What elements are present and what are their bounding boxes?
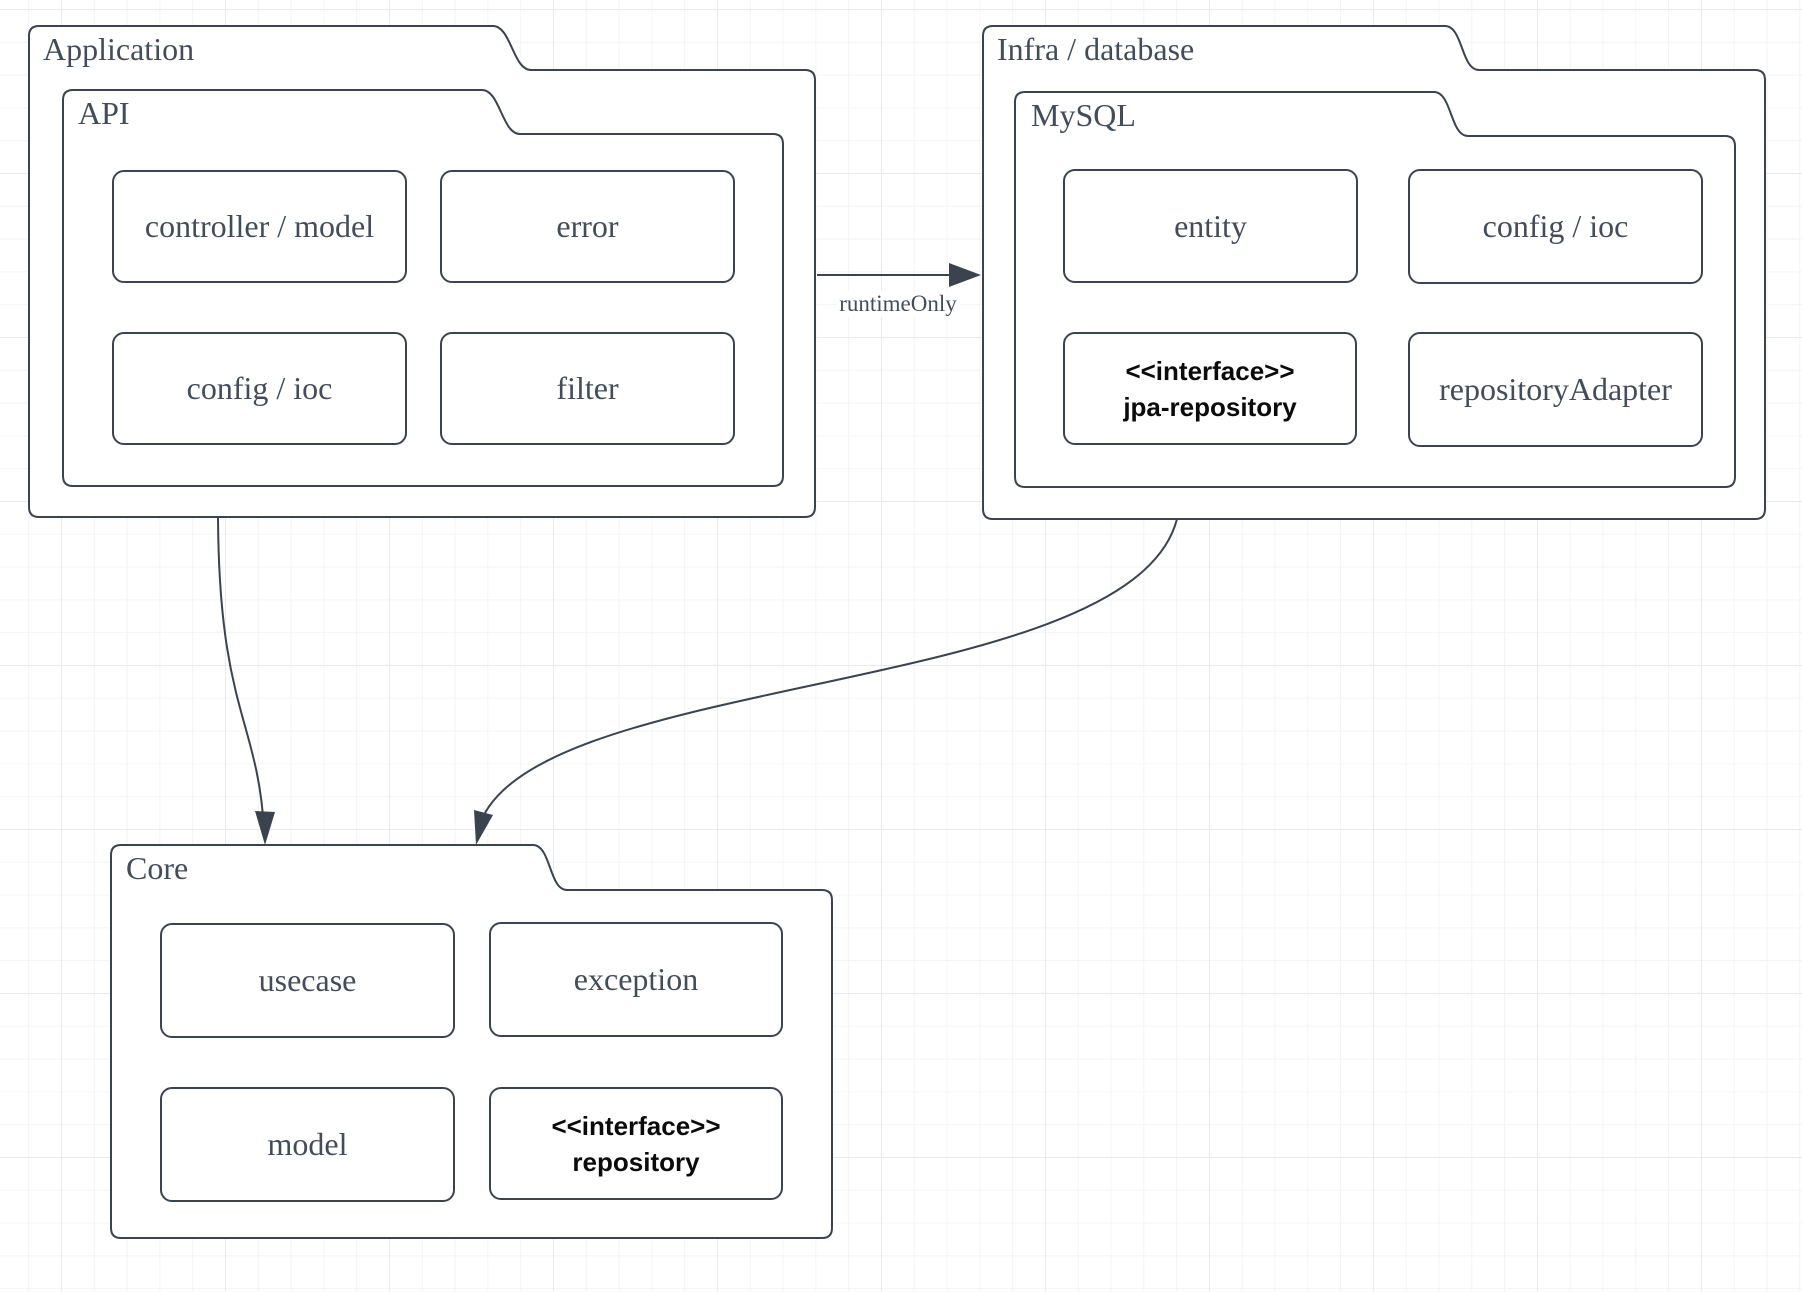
box-jpa-repository-stereotype: <<interface>>: [1125, 355, 1295, 386]
box-jpa-repository-name: jpa-repository: [1123, 391, 1297, 422]
package-application-title: Application: [43, 31, 195, 67]
package-infra-title: Infra / database: [997, 31, 1195, 67]
package-core-title: Core: [126, 850, 189, 886]
edge-application-to-core[interactable]: [217, 516, 265, 831]
box-repository-adapter[interactable]: repositoryAdapter: [1408, 332, 1703, 447]
box-repository-interface[interactable]: <<interface>> repository: [489, 1087, 783, 1200]
box-error-label: error: [556, 208, 619, 244]
box-repository-interface-name: repository: [572, 1146, 700, 1177]
package-mysql-title: MySQL: [1031, 97, 1136, 133]
edge-application-to-core-arrowhead-icon: [255, 811, 275, 845]
box-jpa-repository[interactable]: <<interface>> jpa-repository: [1063, 332, 1357, 445]
package-api-title: API: [78, 95, 130, 131]
box-error[interactable]: error: [440, 170, 735, 283]
box-exception[interactable]: exception: [489, 922, 783, 1037]
box-model[interactable]: model: [160, 1087, 455, 1202]
edge-label-runtime-only: runtimeOnly: [836, 291, 960, 317]
box-entity-label: entity: [1174, 207, 1247, 244]
edge-infra-to-core[interactable]: [477, 518, 1178, 831]
box-controller-model[interactable]: controller / model: [112, 170, 407, 283]
box-repository-adapter-label: repositoryAdapter: [1439, 371, 1672, 407]
box-mysql-config-ioc[interactable]: config / ioc: [1408, 169, 1703, 284]
box-filter[interactable]: filter: [440, 332, 735, 445]
box-exception-label: exception: [573, 961, 699, 997]
box-mysql-config-ioc-label: config / ioc: [1482, 208, 1629, 244]
box-api-config-ioc-label: config / ioc: [186, 370, 333, 406]
box-repository-interface-stereotype: <<interface>>: [551, 1110, 721, 1141]
box-usecase-label: usecase: [258, 962, 357, 998]
edge-application-to-infra-arrowhead-icon: [949, 263, 981, 287]
box-entity[interactable]: entity: [1063, 169, 1358, 283]
box-usecase[interactable]: usecase: [160, 923, 455, 1038]
box-api-config-ioc[interactable]: config / ioc: [112, 332, 407, 445]
box-controller-model-label: controller / model: [144, 208, 375, 244]
edge-infra-to-core-arrowhead-icon: [474, 810, 493, 845]
box-model-label: model: [267, 1126, 348, 1162]
box-filter-label: filter: [556, 370, 619, 406]
